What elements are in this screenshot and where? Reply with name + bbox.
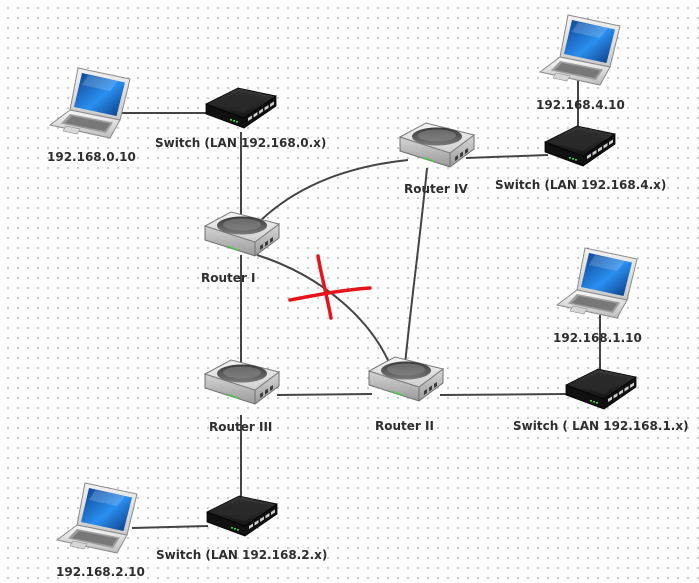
switch-lan4-icon[interactable] <box>544 125 616 167</box>
laptop-lan0-icon[interactable] <box>49 67 131 139</box>
laptop-lan1-ip-label: 192.168.1.10 <box>553 331 642 345</box>
router-1-icon[interactable] <box>204 211 280 257</box>
laptop-lan4-icon[interactable] <box>539 14 621 86</box>
router-1-label: Router I <box>201 271 256 285</box>
router-4-icon[interactable] <box>399 122 475 168</box>
router-3-icon[interactable] <box>204 359 280 405</box>
router-4-label: Router IV <box>404 182 468 196</box>
router-2-label: Router II <box>375 419 434 433</box>
link-router4-router2 <box>403 167 428 376</box>
router-2-icon[interactable] <box>368 356 444 402</box>
link-router1-router4 <box>254 159 409 227</box>
switch-lan0-icon[interactable] <box>205 87 277 129</box>
laptop-lan4-ip-label: 192.168.4.10 <box>536 98 625 112</box>
laptop-lan2-ip-label: 192.168.2.10 <box>56 565 145 579</box>
laptop-lan1-icon[interactable] <box>556 247 638 319</box>
broken-link-x-mark <box>288 254 372 320</box>
router-3-label: Router III <box>209 420 273 434</box>
switch-lan1-icon[interactable] <box>565 368 637 410</box>
link-router4-switch4 <box>465 154 549 159</box>
link-switch2-laptop2 <box>131 525 209 529</box>
switch-lan2-icon[interactable] <box>206 495 278 537</box>
switch-lan0-label: Switch (LAN 192.168.0.x) <box>155 136 327 150</box>
link-router3-router2 <box>276 393 373 396</box>
switch-lan1-label: Switch ( LAN 192.168.1.x) <box>513 419 689 433</box>
laptop-lan0-ip-label: 192.168.0.10 <box>47 150 136 164</box>
link-router2-switch1 <box>439 393 567 396</box>
switch-lan2-label: Switch (LAN 192.168.2.x) <box>156 548 328 562</box>
links-layer <box>118 80 601 529</box>
laptop-lan2-icon[interactable] <box>56 482 138 554</box>
link-router1-router2-broken <box>256 254 395 376</box>
switch-lan4-label: Switch (LAN 192.168.4.x) <box>495 178 667 192</box>
